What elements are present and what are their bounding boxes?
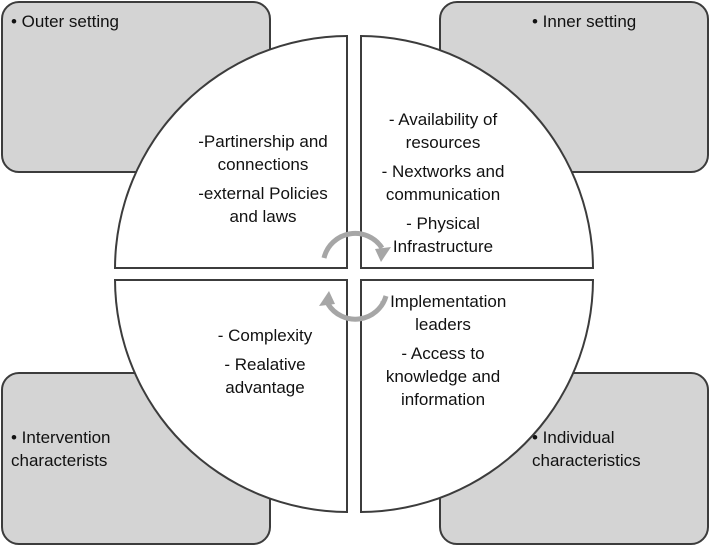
intervention-label-line: • Intervention <box>11 428 111 447</box>
factor-partnership: -Partinership and connections <box>198 132 328 174</box>
factor-external-policies: -external Policies and laws <box>198 184 328 226</box>
individual-label-line: • Individual <box>532 428 615 447</box>
factor-availability-of-resources: - Availability of resources <box>388 110 498 152</box>
factor-networks-and-communication: - Nextworks and communication <box>381 162 505 204</box>
intervention-characteristics-label: • Intervention characterists <box>11 426 111 472</box>
factor-relative-advantage: - Realative advantage <box>224 355 306 397</box>
inner-setting-label: • Inner setting <box>532 12 637 31</box>
intervention-label-line: characterists <box>11 451 108 470</box>
quadrant-top-right-text: - Availability of resources - Nextworks … <box>370 108 516 264</box>
individual-label-line: characteristics <box>532 451 641 470</box>
factor-physical-infrastructure: - Physical Infrastructure <box>392 214 494 256</box>
quadrant-bottom-left-text: - Complexity - Realative advantage <box>200 324 330 405</box>
quadrant-top-left-text: -Partinership and connections -external … <box>188 130 338 234</box>
cycle-arrowhead-upper <box>375 247 391 262</box>
outer-setting-label: • Outer setting <box>11 12 120 31</box>
factor-implementation-leaders: - Implementation leaders <box>379 292 507 334</box>
individual-characteristics-label: • Individual characteristics <box>532 426 641 472</box>
factor-complexity: - Complexity <box>217 326 313 345</box>
cycle-arrowhead-lower <box>319 291 335 306</box>
cycle-arrow-upper <box>321 230 385 259</box>
cycle-arrow-lower <box>325 295 389 322</box>
quadrant-bottom-right-text: - Implementation leaders - Access to kno… <box>372 290 514 417</box>
factor-access-to-knowledge: - Access to knowledge and information <box>385 344 501 409</box>
